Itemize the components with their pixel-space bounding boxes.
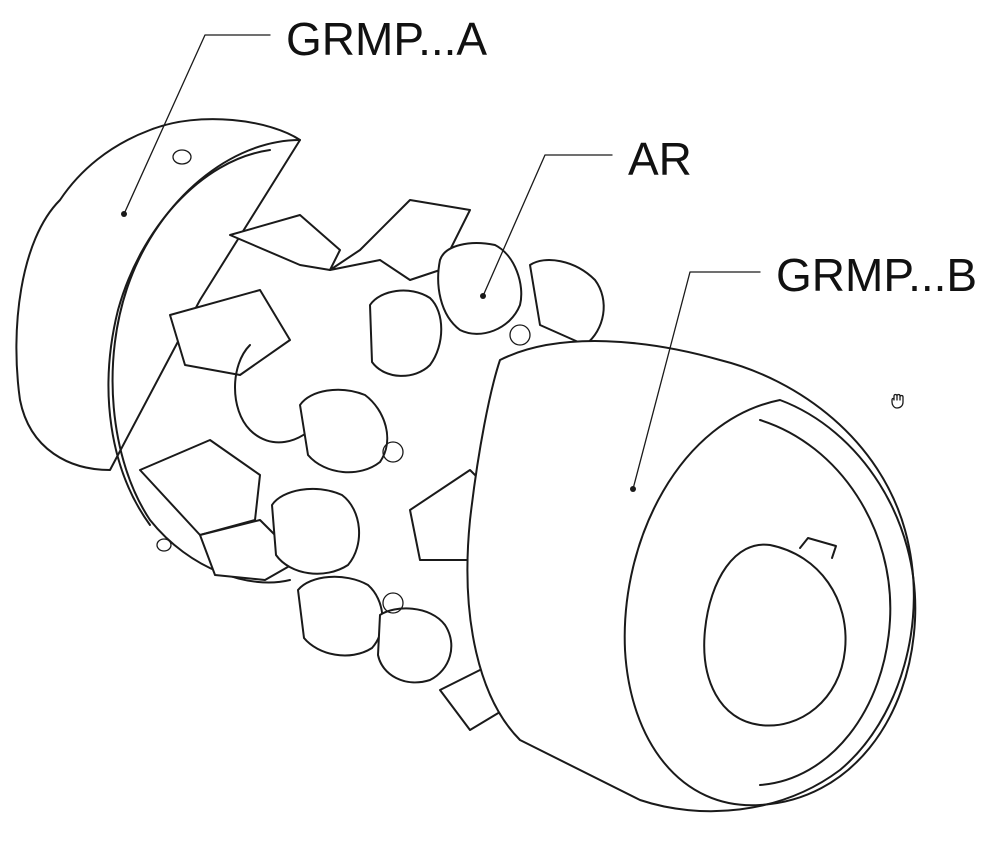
- hub-b: [409, 340, 917, 813]
- callout-hub-b: GRMP...B: [776, 249, 978, 301]
- hub-a: [15, 118, 471, 584]
- hand-cursor-icon: [891, 393, 904, 409]
- spider-ar: [271, 242, 605, 684]
- leader-lines: [123, 34, 761, 490]
- callout-hub-a: GRMP...A: [286, 13, 488, 65]
- callout-spider: AR: [628, 133, 692, 185]
